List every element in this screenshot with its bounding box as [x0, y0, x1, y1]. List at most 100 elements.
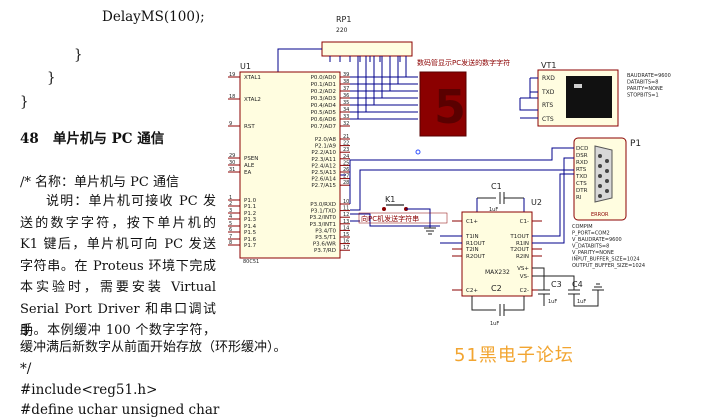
- u1-pin-number: 25: [343, 160, 349, 166]
- k1-terminal: [382, 207, 386, 211]
- u1-pin-name: P0.4/AD4: [311, 103, 337, 109]
- u1-pin-name: P2.4/A12: [311, 163, 336, 169]
- u1-pin-name: P0.2/AD2: [311, 89, 336, 95]
- c3-label: C3: [551, 280, 562, 289]
- u1-pin-number: 33: [343, 114, 349, 120]
- body-line: 说明：单片机可接收 PC 发: [46, 194, 216, 209]
- p1-pin-name: RI: [576, 195, 582, 201]
- u2-part: MAX232: [485, 269, 510, 276]
- p1-pin-name: RXD: [576, 160, 588, 166]
- db9-pin: [605, 189, 609, 193]
- u1-pin-name: EA: [244, 170, 251, 176]
- compim-property: P_PORT=COM2: [572, 231, 610, 237]
- u2-pin-name: VS+: [517, 266, 529, 272]
- vt1-pin-name: TXD: [541, 89, 555, 96]
- p1-pin-name: DTR: [576, 188, 588, 194]
- vt1-cursor: [574, 84, 582, 88]
- u1-pin-number: 28: [343, 180, 349, 186]
- u1-pin-name: P0.0/AD0: [311, 75, 337, 81]
- u1-pin-name: P3.0/RXD: [310, 202, 336, 208]
- rp1-value: 220: [336, 27, 348, 34]
- k1-caption-box: [358, 212, 448, 224]
- body-line: 本实验时，需要安装 Virtual: [20, 280, 216, 295]
- u2-body: [461, 211, 533, 297]
- u1-pin-name: P1.7: [244, 243, 257, 249]
- c1-value: 1uF: [489, 207, 498, 213]
- u1-pin-number: 10: [343, 199, 349, 205]
- u2-pin-name: C2-: [520, 288, 529, 294]
- c2-value: 1uF: [490, 321, 499, 327]
- code-brace: }: [20, 94, 29, 110]
- c3-value: 1uF: [548, 299, 557, 305]
- u1-pin-number: 4: [229, 214, 232, 220]
- u1-pin-number: 29: [229, 153, 235, 159]
- vt1-property: PARITY=NONE: [627, 86, 663, 92]
- rp1-label: RP1: [336, 15, 351, 24]
- code-brace: }: [74, 47, 83, 63]
- comment-title-line: /* 名称：单片机与 PC 通信: [20, 175, 179, 190]
- u1-pin-name: P2.2/A10: [311, 150, 336, 156]
- vt1-pin-name: RXD: [542, 75, 555, 82]
- u1-pin-number: 24: [343, 154, 349, 160]
- u1-pin-name: P2.3/A11: [311, 157, 336, 163]
- u2-pin-name: T2OUT: [509, 247, 529, 253]
- section-title: 单片机与 PC 通信: [52, 131, 165, 147]
- body-line: K1 键后，单片机可向 PC 发送: [20, 237, 216, 252]
- u1-pin-number: 8: [229, 240, 232, 246]
- u2-pin-name: R2IN: [516, 254, 529, 260]
- u1-pin-name: P3.6/WR: [313, 242, 336, 248]
- u1-pin-number: 23: [343, 147, 349, 153]
- u1-pin-name: RST: [244, 124, 255, 130]
- u1-pin-name: P1.4: [244, 224, 257, 230]
- u1-pin-name: P1.0: [244, 198, 257, 204]
- vt1-property: STOPBITS=1: [627, 93, 659, 99]
- u1-pin-name: P2.7/A15: [311, 183, 336, 189]
- u1-pin-name: P1.2: [244, 211, 256, 217]
- vt1-label: VT1: [541, 61, 556, 70]
- c1-label: C1: [491, 182, 502, 191]
- u2-pin-name: R1OUT: [466, 241, 486, 247]
- u1-pin-name: P1.1: [244, 204, 256, 210]
- u1-pin-number: 37: [343, 86, 349, 92]
- u1-pin-number: 16: [343, 239, 349, 245]
- u1-pin-number: 35: [343, 100, 349, 106]
- u2-pin-name: R2OUT: [466, 254, 486, 260]
- p1-pin-name: DCD: [576, 146, 588, 152]
- serial-wires: [349, 77, 574, 227]
- u1-pin-number: 17: [343, 245, 349, 251]
- c4-value: 1uF: [577, 299, 586, 305]
- u1-pin-number: 1: [229, 195, 232, 201]
- k1-label: K1: [385, 195, 395, 204]
- body-line: 字符串。在 Proteus 环境下完成: [20, 259, 216, 274]
- u1-pin-number: 38: [343, 79, 349, 85]
- u1-pin-number: 5: [229, 221, 232, 227]
- vt1-pin-name: RTS: [542, 102, 553, 109]
- p1-pin-name: RTS: [576, 167, 587, 173]
- u1-pin-name: P2.0/A8: [315, 137, 337, 143]
- code-delay-line: DelayMS(100);: [102, 9, 205, 25]
- u1-pin-name: P3.4/T0: [315, 228, 336, 234]
- u1-pin-name: P0.6/AD6: [311, 117, 337, 123]
- compim-property: V_BAUDRATE=9600: [572, 237, 622, 243]
- display-caption: 数码管显示PC发送的数字字符: [417, 58, 510, 67]
- u1-pin-number: 13: [343, 219, 349, 225]
- p1-error: ERROR: [591, 212, 609, 218]
- u1-pin-number: 15: [343, 232, 349, 238]
- body-line: Serial Port Driver 和串口调试助: [20, 302, 216, 339]
- u1-part: 80C51: [243, 259, 259, 265]
- max232-wires: [440, 157, 574, 244]
- vt1-screen: [566, 76, 612, 118]
- ground-symbol: [592, 283, 604, 291]
- u1-pin-number: 27: [343, 174, 349, 180]
- u1-pin-name: XTAL1: [244, 75, 261, 81]
- u1-pin-name: P2.1/A9: [315, 144, 337, 150]
- wire: [476, 198, 525, 214]
- u1-pin-name: PSEN: [244, 156, 258, 162]
- u2-pin-name: T2IN: [465, 247, 479, 253]
- u1-pin-number: 22: [343, 141, 349, 147]
- db9-connector: [594, 145, 613, 203]
- db9-pin: [605, 159, 609, 163]
- u1-label: U1: [240, 62, 251, 71]
- u1-pin-number: 9: [229, 121, 232, 127]
